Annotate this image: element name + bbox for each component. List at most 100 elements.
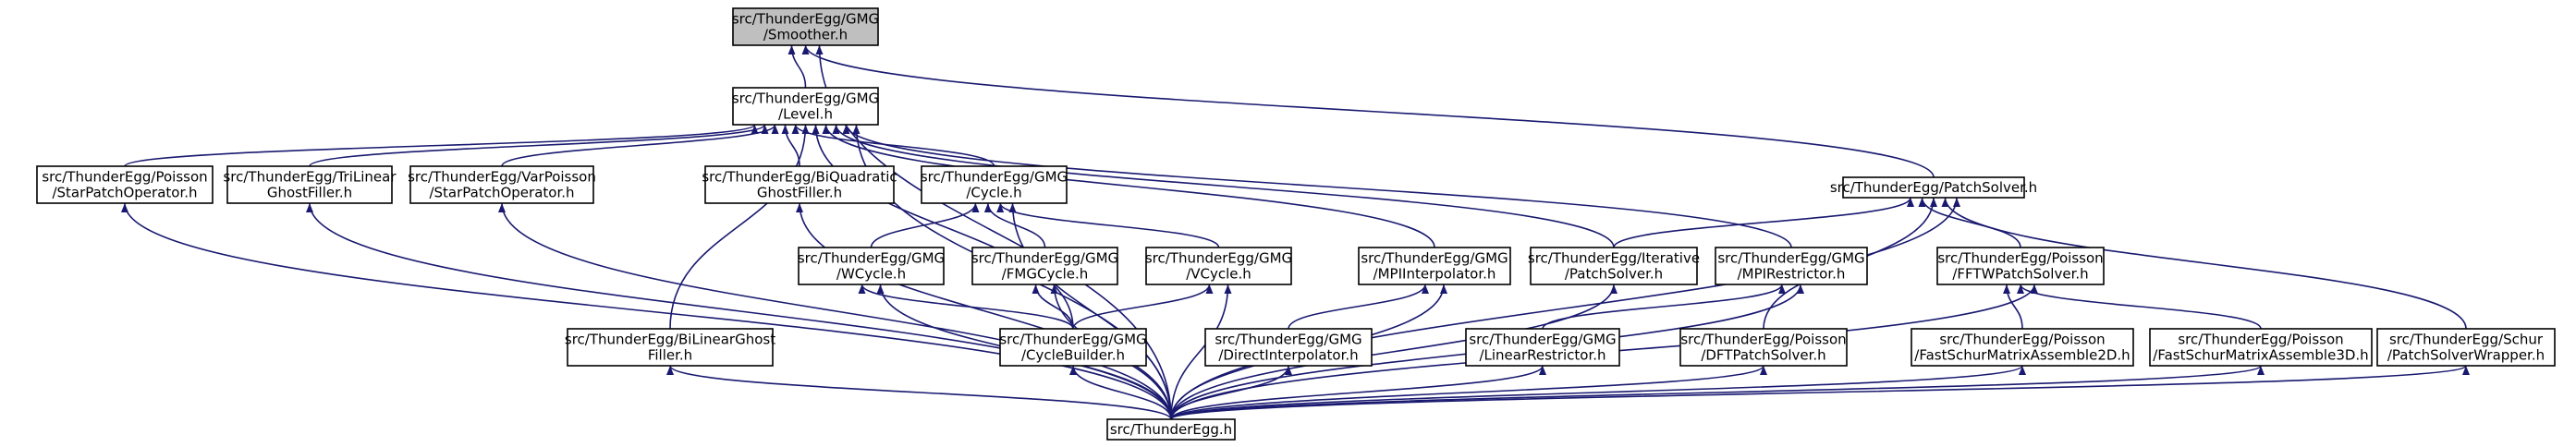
node-patchsolver[interactable]: src/ThunderEgg/PatchSolver.h [1830,176,2037,199]
node-schurwrapper[interactable]: src/ThunderEgg/Schur/PatchSolverWrapper.… [2376,328,2556,367]
node-box[interactable] [567,328,774,367]
edge-arrow [1170,365,1767,420]
edge-arrow [1072,284,1214,330]
node-thunderegg[interactable]: src/ThunderEgg.h [1106,418,1236,441]
edge-arrow [121,202,1172,420]
edge-thunderegg-to-dftpatch [1170,365,1767,420]
edge-arrow [1008,202,1172,420]
node-vcycle[interactable]: src/ThunderEgg/GMG/VCycle.h [1145,247,1292,285]
edge-fastschur3d-to-fftw [2017,284,2262,330]
node-mpirestrictor[interactable]: src/ThunderEgg/GMG/MPIRestrictor.h [1715,247,1868,285]
edge-arrow [791,124,995,167]
node-label: /CycleBuilder.h [1021,347,1125,364]
edge-cyclebuilder-to-level [812,124,1074,330]
edge-cycle-to-level [791,124,995,167]
node-starpatchop[interactable]: src/ThunderEgg/Poisson/StarPatchOperator… [36,165,214,204]
node-box[interactable] [1911,328,2134,367]
node-label: GhostFiller.h [267,185,352,201]
node-box[interactable] [2376,328,2556,367]
node-box[interactable] [798,247,945,285]
node-box[interactable] [971,247,1118,285]
node-mpiinterp[interactable]: src/ThunderEgg/GMG/MPIInterpolator.h [1358,247,1511,285]
node-label: src/ThunderEgg/GMG [732,11,879,28]
node-iterative[interactable]: src/ThunderEgg/Iterative/PatchSolver.h [1528,247,1700,285]
node-box[interactable] [704,165,895,204]
node-fastschur2d[interactable]: src/ThunderEgg/Poisson/FastSchurMatrixAs… [1911,328,2134,367]
node-box[interactable] [732,87,879,126]
edge-arrow [1170,365,2026,420]
node-level[interactable]: src/ThunderEgg/GMG/Level.h [732,87,879,126]
edge-thunderegg-to-fastschur3d [1170,365,2265,420]
node-label: src/ThunderEgg/Iterative [1528,250,1700,267]
node-label: src/ThunderEgg/GMG [732,91,879,107]
node-label: /MPIRestrictor.h [1738,266,1846,283]
edge-arrow [1032,284,1074,330]
node-fmgcycle[interactable]: src/ThunderEgg/GMG/FMGCycle.h [971,247,1118,285]
node-label: src/ThunderEgg/Poisson [42,169,207,186]
edge-arrow [870,202,980,248]
edge-thunderegg-to-schurwrapper [1170,365,2470,420]
node-box[interactable] [1465,328,1620,367]
node-label: src/ThunderEgg/GMG [1215,332,1361,348]
edge-arrow [1170,197,1960,420]
node-dftpatch[interactable]: src/ThunderEgg/Poisson/DFTPatchSolver.h [1679,328,1848,367]
node-fftw[interactable]: src/ThunderEgg/Poisson/FFTWPatchSolver.h [1936,247,2105,285]
edge-cyclebuilder-to-fmgcycle [1032,284,1074,330]
node-label: src/ThunderEgg/PatchSolver.h [1830,179,2037,196]
node-wcycle[interactable]: src/ThunderEgg/GMG/WCycle.h [798,247,945,285]
node-label: src/ThunderEgg/BiLinearGhost [565,332,775,348]
node-smoother[interactable]: src/ThunderEgg/GMG/Smoother.h [732,7,879,46]
node-label: src/ThunderEgg/GMG [971,250,1118,267]
edge-thunderegg-to-biquadratic [796,202,1172,420]
node-label: /MPIInterpolator.h [1373,266,1496,283]
node-varpoisson[interactable]: src/ThunderEgg/VarPoisson/StarPatchOpera… [408,165,596,204]
node-linearrestrictor[interactable]: src/ThunderEgg/GMG/LinearRestrictor.h [1465,328,1620,367]
edge-arrow [666,365,1172,420]
node-cycle[interactable]: src/ThunderEgg/GMG/Cycle.h [921,165,1068,204]
node-box[interactable] [1936,247,2105,285]
node-box[interactable] [226,165,393,204]
node-label: src/ThunderEgg/GMG [1361,250,1508,267]
edge-arrow [1069,365,1172,420]
edge-arrow [801,44,1935,178]
edge-level-to-smoother [787,44,807,89]
edge-arrow [1941,197,2467,330]
edge-arrow [669,124,810,330]
edge-arrow [501,124,779,167]
node-box[interactable] [2149,328,2373,367]
node-label: /FFTWPatchSolver.h [1952,266,2088,283]
node-box[interactable] [36,165,214,204]
node-label: /Smoother.h [763,27,848,43]
edge-biquadratic-to-level [781,124,800,167]
node-box[interactable] [921,165,1068,204]
edge-arrow [842,124,1792,248]
node-box[interactable] [1204,328,1373,367]
node-box[interactable] [1145,247,1292,285]
node-label: src/ThunderEgg/GMG [1469,332,1616,348]
node-box[interactable] [1358,247,1511,285]
edge-iterative-to-patchsolver [1613,197,1914,248]
node-box[interactable] [409,165,594,204]
node-label: src/ThunderEgg/GMG [1717,250,1864,267]
node-box[interactable] [1715,247,1868,285]
node-label: /StarPatchOperator.h [52,185,197,201]
edge-arrow [1288,284,1429,330]
node-label: /StarPatchOperator.h [429,185,574,201]
edge-arrow [306,202,1172,420]
edge-arrow [1170,365,1546,420]
node-directinterp[interactable]: src/ThunderEgg/GMG/DirectInterpolator.h [1204,328,1373,367]
node-box[interactable] [1842,176,2025,199]
node-box[interactable] [732,7,879,46]
edge-arrow [1613,197,1914,248]
node-box[interactable] [1106,418,1236,441]
node-box[interactable] [1530,247,1698,285]
node-box[interactable] [999,328,1147,367]
node-fastschur3d[interactable]: src/ThunderEgg/Poisson/FastSchurMatrixAs… [2149,328,2373,367]
node-label: src/ThunderEgg/GMG [1145,250,1292,267]
node-cyclebuilder[interactable]: src/ThunderEgg/GMG/CycleBuilder.h [999,328,1147,367]
node-label: src/ThunderEgg/BiQuadratic [702,169,897,186]
node-box[interactable] [1679,328,1848,367]
